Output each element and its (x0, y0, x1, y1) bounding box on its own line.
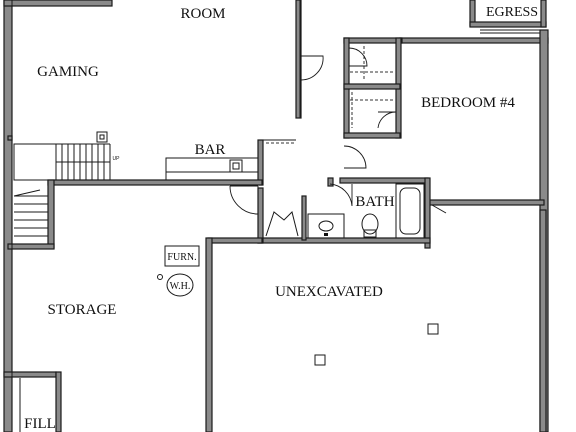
furnace (164, 245, 200, 267)
bathtub (395, 183, 425, 239)
column-1 (427, 323, 439, 335)
wall-egress-right (540, 0, 547, 28)
wall-unexcavated-left (205, 237, 213, 432)
wall-gaming-bottom-left (7, 135, 13, 141)
door-bath (329, 183, 353, 207)
wall-unexcavated-right (539, 209, 547, 432)
wall-closet-bottom (343, 132, 401, 139)
wall-bath-bottom (257, 237, 431, 244)
wall-bath-left (257, 187, 264, 244)
wall-storage-top (7, 243, 55, 250)
stair-post (96, 131, 108, 143)
wall-outer-left (3, 0, 13, 432)
label-egress: EGRESS (486, 5, 538, 20)
door-room (300, 55, 324, 81)
label-storage: STORAGE (48, 302, 117, 318)
door-closet-2 (377, 111, 397, 129)
walls (3, 0, 549, 432)
door-closet-1 (348, 47, 368, 67)
bar-sink (229, 159, 243, 173)
doors (229, 47, 397, 215)
label-stair-up: UP (113, 156, 121, 162)
door-hall (229, 185, 259, 215)
bar-counter (165, 157, 259, 173)
toilet (361, 213, 379, 235)
door-bedroom (343, 145, 367, 169)
vanity (307, 213, 345, 239)
column-2 (314, 354, 326, 366)
wall-closet-top (343, 37, 403, 44)
label-bar: BAR (195, 142, 226, 158)
label-unexcavated: UNEXCAVATED (275, 284, 383, 300)
wall-egress-bottom (469, 21, 547, 28)
wall-bedroom-top (399, 37, 549, 44)
wall-stair-right (47, 179, 55, 249)
wall-hall-right (327, 177, 334, 187)
wall-top-left (3, 0, 113, 7)
wall-bedroom-bottom (339, 177, 429, 184)
wall-bedroom-bottom-right (427, 199, 545, 206)
label-gaming: GAMING (37, 64, 99, 80)
stairs (13, 143, 57, 181)
label-bath: BATH (355, 194, 394, 210)
room-labels: ROOM GAMING EGRESS BEDROOM #4 BAR BATH F… (24, 5, 538, 432)
wall-bath-inner (301, 195, 307, 241)
water-heater (166, 273, 194, 297)
wall-gaming-bottom (47, 179, 263, 186)
wall-closet-mid (343, 83, 401, 90)
label-fill: FILL (24, 416, 56, 432)
label-bedroom4: BEDROOM #4 (421, 95, 515, 111)
label-furn: FURN. (167, 252, 196, 263)
wall-unexcavated-top (207, 237, 263, 244)
wall-hall-left (257, 139, 264, 186)
wall-fill-right (55, 371, 62, 432)
label-wh: W.H. (170, 281, 191, 292)
fixtures (11, 0, 540, 432)
label-room: ROOM (180, 6, 225, 22)
